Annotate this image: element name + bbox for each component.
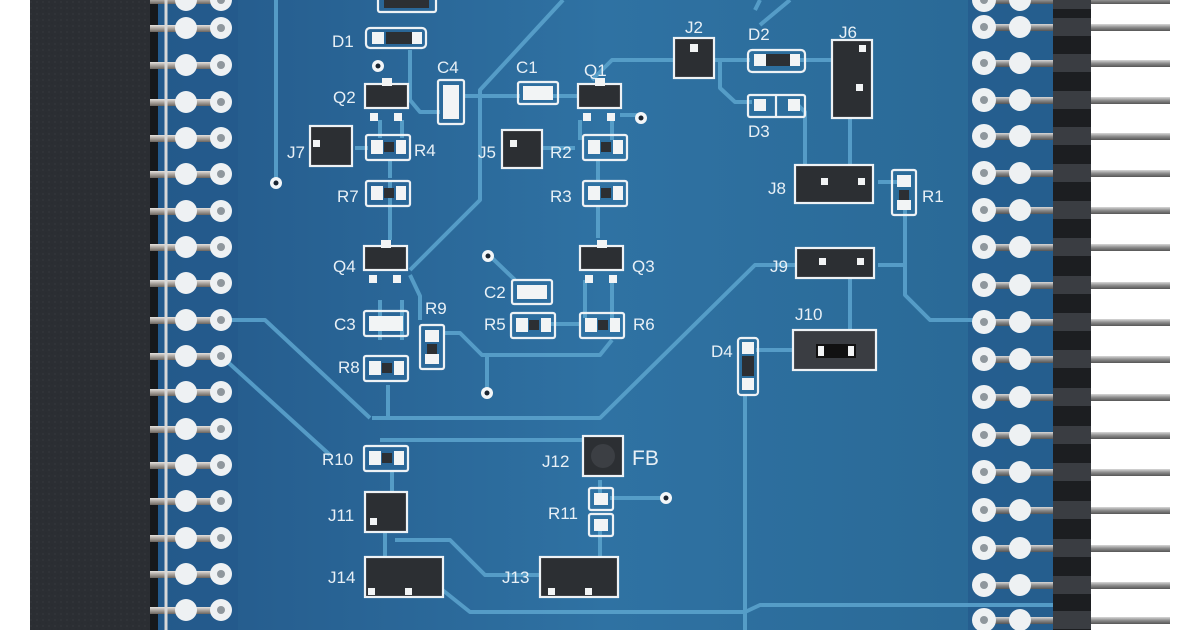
label-J7: J7 (287, 143, 305, 162)
label-J14: J14 (328, 568, 355, 587)
right-pin-rows (972, 0, 1170, 630)
label-J11: J11 (328, 506, 354, 525)
label-Q1: Q1 (584, 61, 607, 80)
label-J10: J10 (795, 305, 822, 324)
label-R1: R1 (922, 187, 944, 206)
label-R6: R6 (633, 315, 655, 334)
label-D1: D1 (332, 32, 354, 51)
label-C1: C1 (516, 58, 538, 77)
silkscreen-labels: D1 Q2 C4 C1 Q1 J2 D2 J6 D3 J7 R4 J5 R2 R… (287, 18, 944, 587)
label-Q2: Q2 (333, 88, 356, 107)
label-C2: C2 (484, 283, 506, 302)
label-R9: R9 (425, 299, 447, 318)
label-R4: R4 (414, 141, 436, 160)
label-R11: R11 (548, 504, 578, 523)
label-J9: J9 (770, 257, 788, 276)
label-R5: R5 (484, 315, 506, 334)
label-J8: J8 (768, 179, 786, 198)
label-R2: R2 (550, 143, 572, 162)
label-J12: J12 (542, 452, 569, 471)
left-pin-rows (150, 0, 232, 621)
label-J13: J13 (502, 568, 529, 587)
label-R7: R7 (337, 187, 359, 206)
label-FB: FB (632, 447, 659, 470)
label-R3: R3 (550, 187, 572, 206)
label-Q3: Q3 (632, 257, 655, 276)
label-R8: R8 (338, 358, 360, 377)
label-D2: D2 (748, 25, 770, 44)
label-C4: C4 (437, 58, 459, 77)
label-Q4: Q4 (333, 257, 356, 276)
components (308, 0, 918, 599)
label-J5: J5 (478, 143, 496, 162)
label-J6: J6 (839, 23, 857, 42)
left-header-housing (30, 0, 152, 630)
label-C3: C3 (334, 315, 356, 334)
vias (270, 60, 672, 504)
label-R10: R10 (322, 450, 353, 469)
label-J2: J2 (685, 18, 703, 37)
label-D4: D4 (711, 342, 733, 361)
label-D3: D3 (748, 122, 770, 141)
